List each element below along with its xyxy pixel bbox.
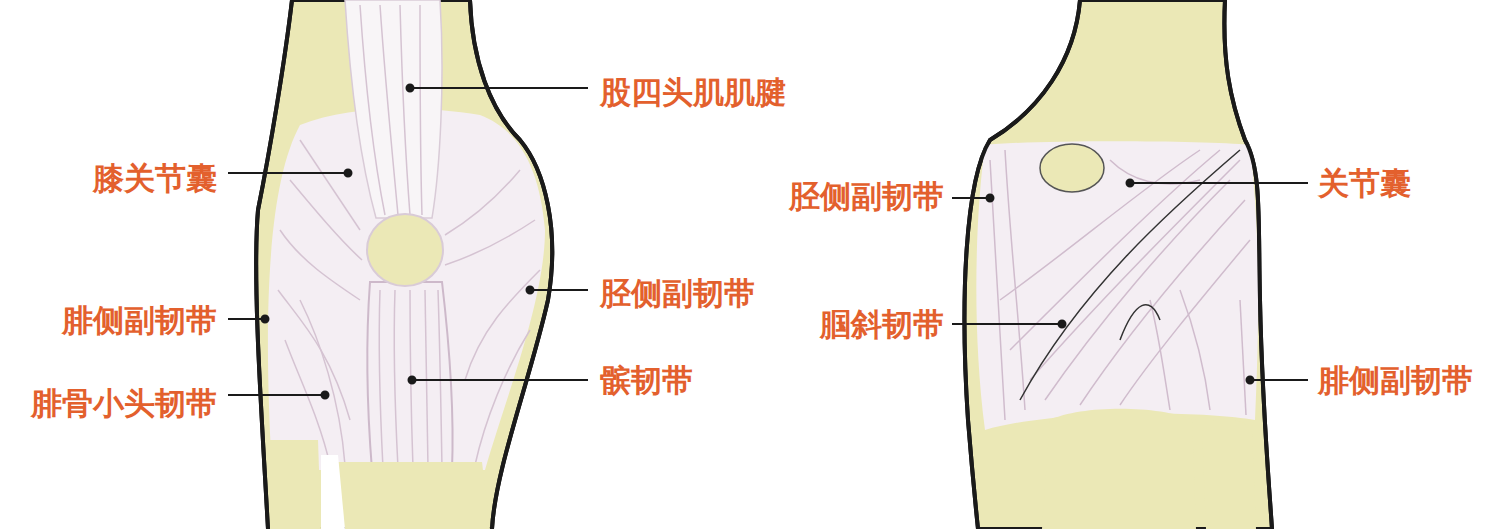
knee-outline (964, 0, 1272, 529)
leader-dot (1127, 180, 1134, 187)
quadriceps-tendon (345, 0, 442, 218)
leader-lines (228, 85, 1308, 399)
fibula (268, 440, 321, 529)
part-label: 髌韧带 (600, 360, 693, 400)
leader-dot (262, 316, 269, 323)
part-label: 腓侧副韧带 (1318, 360, 1473, 400)
tibia (338, 462, 490, 529)
part-label: 股四头肌肌腱 (600, 72, 786, 112)
leader-line (412, 379, 588, 381)
knee-outline-edge (964, 0, 1272, 529)
leader-line (952, 323, 1062, 325)
leader-line (410, 87, 588, 89)
part-label: 腘斜韧带 (820, 304, 944, 344)
leader-dot (407, 85, 414, 92)
leader-dot (987, 195, 994, 202)
leader-line (952, 197, 990, 199)
knee-outline-edge (256, 0, 552, 529)
fibers (990, 150, 1250, 420)
leader-line (228, 318, 265, 320)
condyle-notch (1040, 144, 1104, 192)
part-label: 关节囊 (1318, 163, 1411, 203)
leader-line (228, 394, 325, 396)
leader-dot (1247, 377, 1254, 384)
anterior-knee (256, 0, 552, 529)
leader-line (228, 172, 348, 174)
leader-dot (322, 392, 329, 399)
bone-gap (321, 455, 345, 529)
part-label: 腓骨小头韧带 (31, 383, 217, 423)
leader-dot (1059, 321, 1066, 328)
fibers (278, 5, 540, 468)
part-label: 胫侧副韧带 (789, 176, 944, 216)
tibia (1042, 409, 1196, 529)
leader-line (1250, 379, 1308, 381)
fibula (1202, 419, 1256, 529)
oblique-ligament-edge (1120, 305, 1160, 340)
joint-capsule (976, 141, 1258, 430)
knee-outline (256, 0, 552, 529)
patella (367, 214, 443, 286)
leader-dot (409, 377, 416, 384)
leader-line (530, 289, 588, 291)
posterior-knee (964, 0, 1272, 529)
part-label: 膝关节囊 (93, 158, 217, 198)
leader-dot (345, 170, 352, 177)
patellar-ligament (367, 282, 452, 470)
leader-dot (527, 287, 534, 294)
part-label: 腓侧副韧带 (62, 300, 217, 340)
part-label: 胫侧副韧带 (600, 273, 755, 313)
leader-line (1130, 182, 1308, 184)
oblique-ligament-edge (1020, 150, 1240, 400)
